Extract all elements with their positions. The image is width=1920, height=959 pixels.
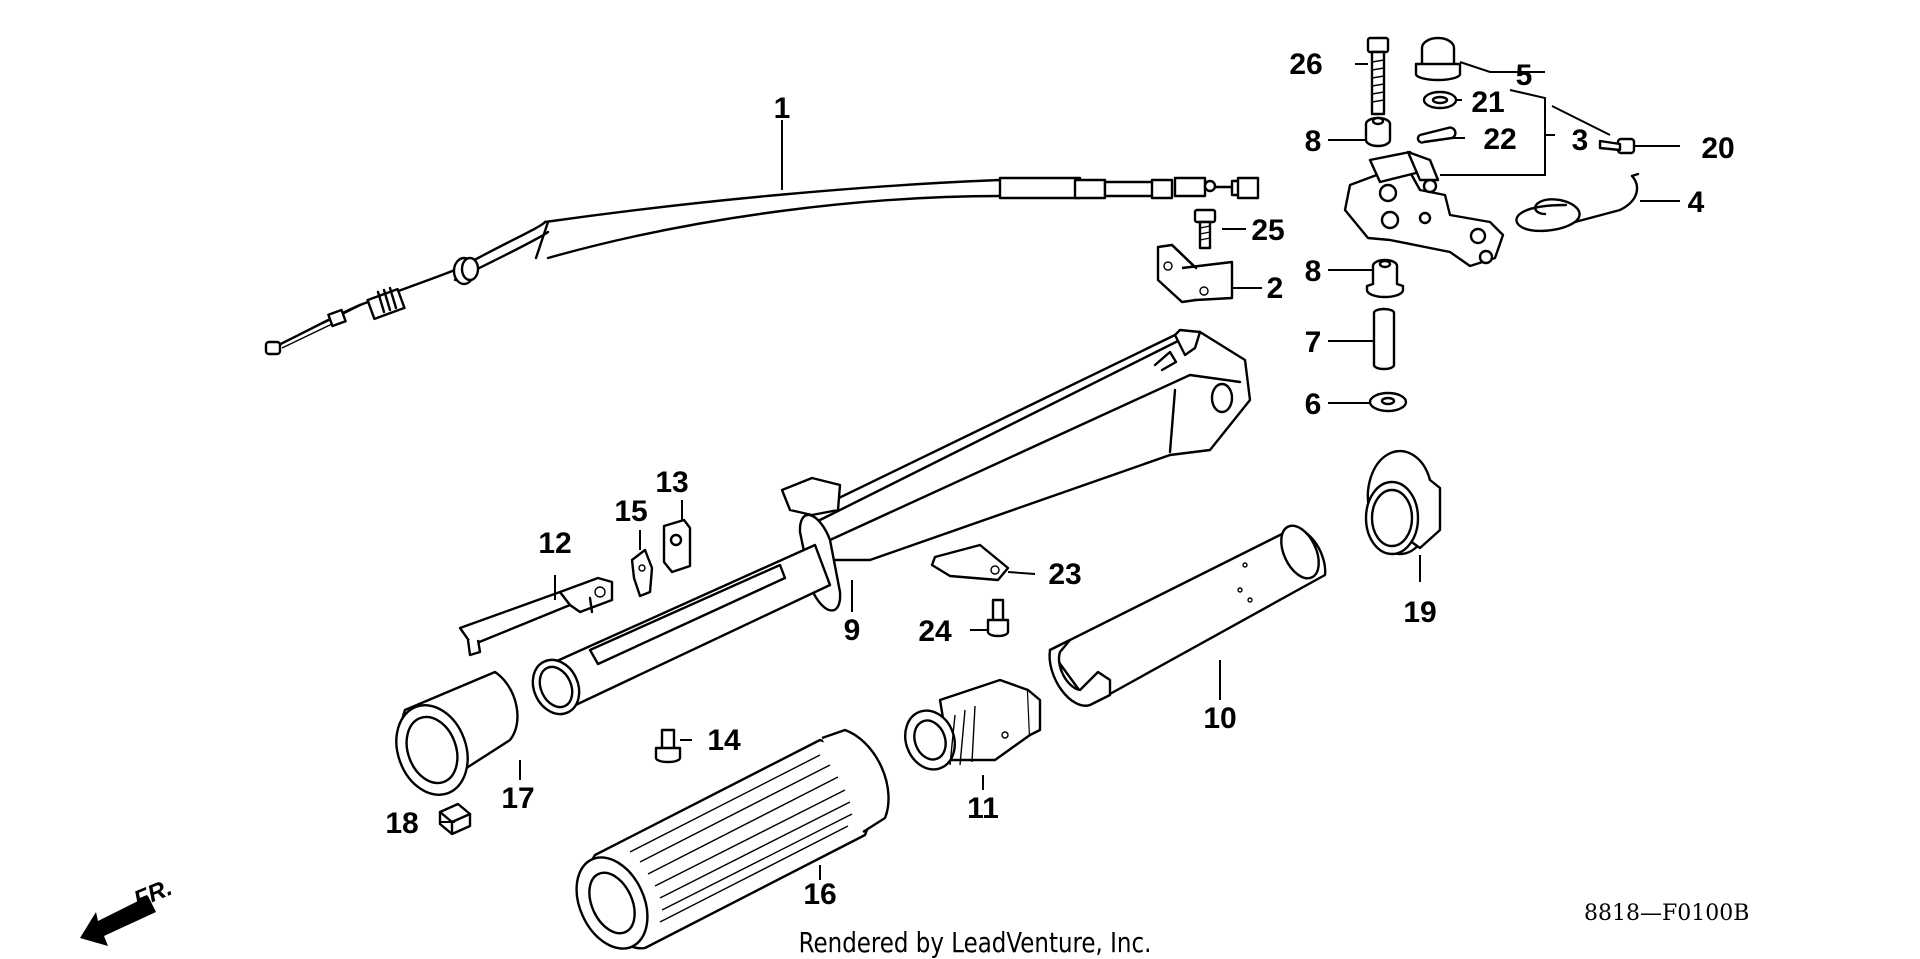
callout-20: 20 <box>1701 132 1734 165</box>
callout-13: 13 <box>655 466 688 499</box>
callout-12: 12 <box>538 527 571 560</box>
callout-24: 24 <box>918 615 952 648</box>
pin-7[interactable] <box>1372 307 1396 371</box>
callout-4: 4 <box>1688 186 1705 219</box>
diagram-code: 8818—F0100B <box>1584 901 1749 926</box>
grip-end-cap-17[interactable] <box>384 670 519 805</box>
throttle-drum-11[interactable] <box>897 678 1042 776</box>
friction-plate-12[interactable] <box>458 576 614 657</box>
collar-8-lower[interactable] <box>1365 258 1405 299</box>
callout-15: 15 <box>614 495 647 528</box>
cotter-pin-22[interactable] <box>1416 126 1457 144</box>
callout-19: 19 <box>1403 596 1436 629</box>
callout-8-upper: 8 <box>1305 125 1322 158</box>
throttle-bracket-assembly[interactable] <box>1343 150 1505 268</box>
credit-text: Rendered by LeadVenture, Inc. <box>799 927 1152 959</box>
cable-bracket[interactable] <box>1156 243 1234 304</box>
throttle-grip-16[interactable] <box>563 728 890 959</box>
callout-labels: 1 2 3 4 5 6 7 8 8 9 10 11 12 13 14 15 16… <box>385 48 1734 911</box>
callout-9: 9 <box>844 614 861 647</box>
bolt-25[interactable] <box>1193 208 1217 250</box>
callout-22: 22 <box>1483 123 1516 156</box>
callout-6: 6 <box>1305 388 1322 421</box>
callout-11: 11 <box>967 792 999 825</box>
callout-25: 25 <box>1251 214 1284 247</box>
leader-lines <box>440 61 1680 880</box>
callout-21: 21 <box>1471 86 1504 119</box>
callout-10: 10 <box>1203 702 1236 735</box>
callout-14: 14 <box>707 724 741 757</box>
return-spring-4[interactable] <box>1515 172 1640 233</box>
direction-label: FR. <box>130 874 176 914</box>
screw-14[interactable] <box>654 728 682 764</box>
washer-21[interactable] <box>1422 90 1458 110</box>
nut-18[interactable] <box>438 802 472 836</box>
front-direction-arrow: FR. <box>80 874 176 946</box>
callout-7: 7 <box>1305 326 1322 359</box>
cap-5[interactable] <box>1414 36 1462 82</box>
throttle-cable[interactable] <box>264 176 1260 356</box>
clip-15[interactable] <box>630 548 654 598</box>
sleeve-tube-10[interactable] <box>1048 520 1327 707</box>
screw-24[interactable] <box>986 598 1010 638</box>
bolt-26[interactable] <box>1366 36 1390 116</box>
callout-18: 18 <box>385 807 418 840</box>
block-13[interactable] <box>662 518 692 574</box>
callout-1: 1 <box>774 92 791 125</box>
arrow-icon <box>80 896 156 946</box>
screw-20[interactable] <box>1598 137 1636 155</box>
callout-17: 17 <box>501 782 534 815</box>
callout-8-lower: 8 <box>1305 255 1322 288</box>
washer-6[interactable] <box>1368 391 1408 413</box>
plate-23[interactable] <box>930 543 1010 582</box>
bushing-19[interactable] <box>1364 449 1442 556</box>
callout-5: 5 <box>1516 59 1533 92</box>
callout-26: 26 <box>1289 48 1322 81</box>
callout-2: 2 <box>1267 272 1284 305</box>
callout-23: 23 <box>1048 558 1081 591</box>
collar-8-upper[interactable] <box>1364 116 1392 148</box>
callout-16: 16 <box>803 878 836 911</box>
callout-3: 3 <box>1572 124 1589 157</box>
tiller-handle-arm[interactable] <box>524 328 1252 722</box>
